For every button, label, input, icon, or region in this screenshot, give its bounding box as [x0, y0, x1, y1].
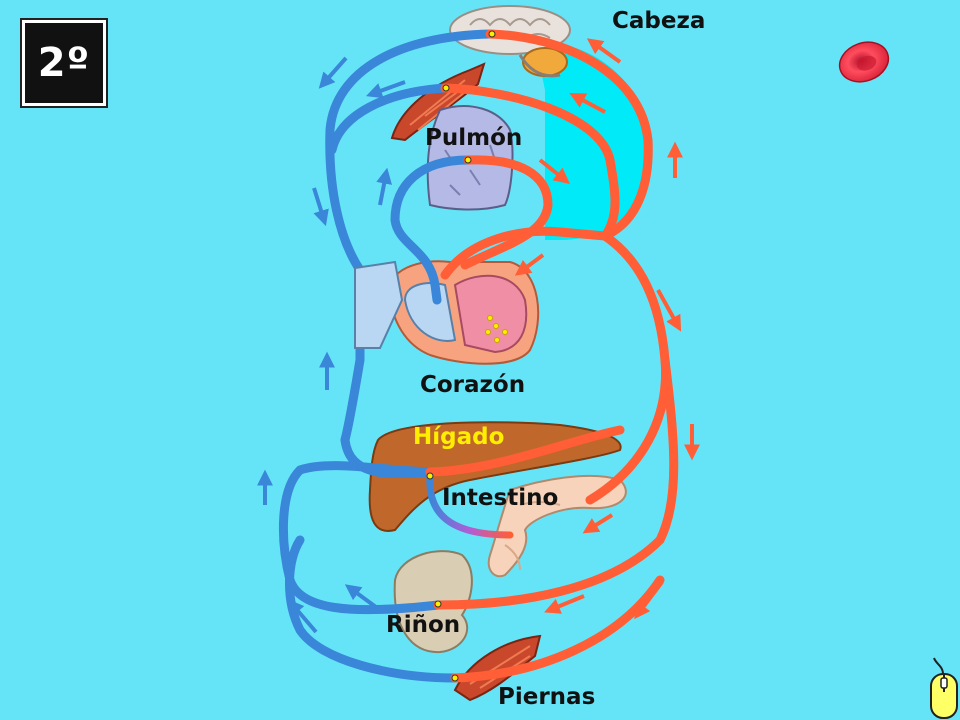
- step-badge: 2º: [22, 20, 106, 106]
- capillary-markers: [426, 30, 496, 682]
- label-lung: Pulmón: [425, 125, 522, 151]
- label-legs: Piernas: [498, 684, 595, 710]
- flow-arrows-blue: [257, 56, 406, 634]
- label-intestine: Intestino: [442, 485, 558, 511]
- step-label: 2º: [37, 40, 91, 86]
- label-heart: Corazón: [420, 372, 525, 398]
- heart: [388, 260, 540, 365]
- mouse-click-icon[interactable]: [926, 656, 960, 720]
- vena-cava-chamber: [354, 260, 404, 349]
- flow-arrows-red: [514, 38, 700, 620]
- head-loop-area: [535, 41, 650, 241]
- label-liver: Hígado: [413, 424, 504, 450]
- red-blood-cell-icon: [838, 41, 890, 83]
- label-kidney: Riñon: [386, 612, 460, 638]
- arteries: [425, 29, 679, 683]
- label-head: Cabeza: [612, 8, 705, 34]
